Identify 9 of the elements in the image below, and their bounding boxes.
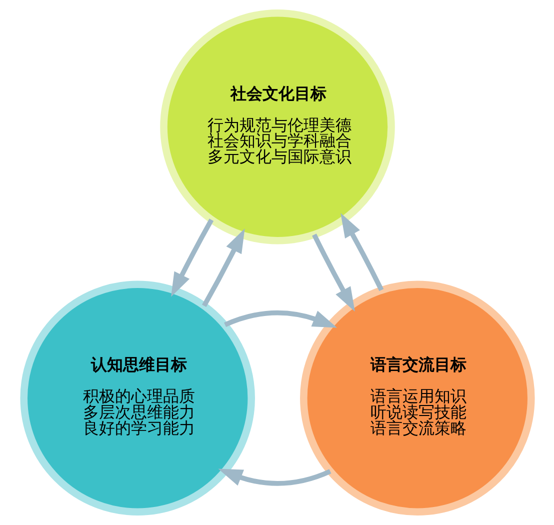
arrow (340, 213, 384, 292)
arrow (218, 468, 331, 486)
arrow (201, 228, 244, 308)
node-circle: 语言交流目标 语言运用知识 听说读写技能 语言交流策略 (300, 280, 534, 516)
node-circle: 社会文化目标 行为规范与伦理美德 社会知识与学科融合 多元文化与国际意识 (160, 9, 394, 244)
node-circle: 认知思维目标 积极的心理品质 多层次思维能力 良好的学习能力 (20, 280, 254, 516)
arrow (224, 310, 337, 328)
arrow (312, 234, 354, 312)
arrow (170, 218, 214, 297)
